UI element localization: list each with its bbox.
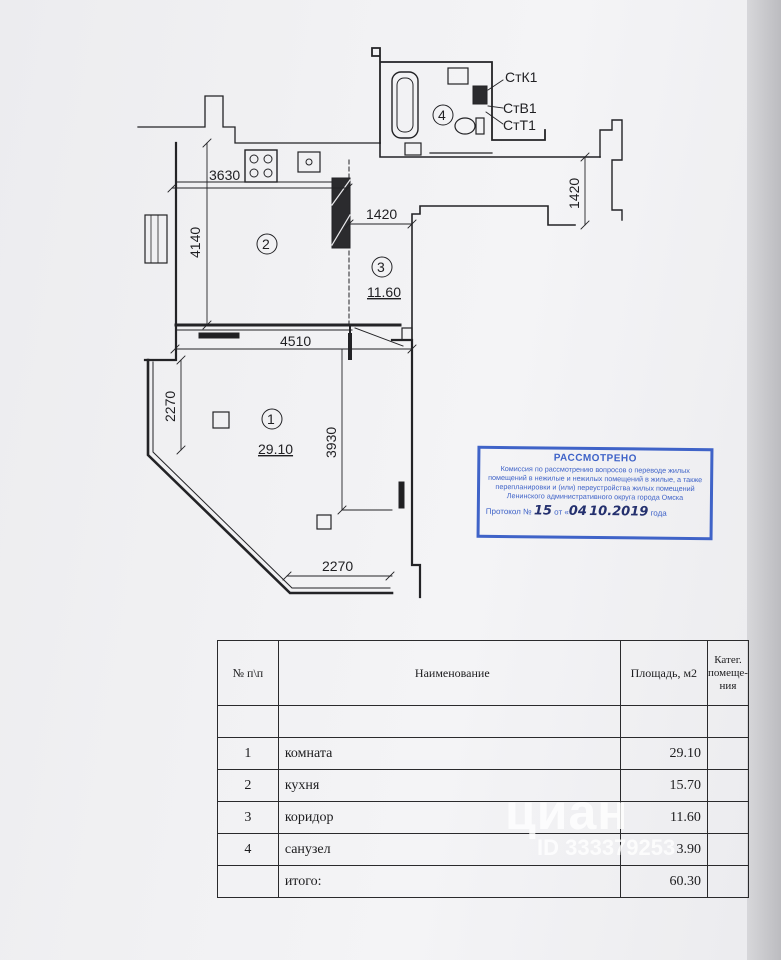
table-total-row: итого: 60.30 — [217, 865, 750, 898]
protocol-date: 10.2019 — [589, 503, 649, 520]
header-name: Наименование — [277, 640, 621, 706]
dim-kitchen-width: 3630 — [209, 167, 240, 183]
riser-icon — [472, 85, 488, 105]
row-num: 4 — [217, 833, 279, 866]
column-marker-2 — [316, 514, 332, 530]
radiator-icon — [398, 481, 405, 509]
wall-top-corridor — [379, 142, 601, 158]
approval-stamp: РАССМОТРЕНО Комиссия по рассмотрению воп… — [476, 445, 714, 541]
row-num: 1 — [217, 737, 279, 770]
row-area: 11.60 — [619, 801, 708, 834]
bathtub-icon — [391, 71, 419, 139]
dim-room-left: 2270 — [162, 391, 178, 422]
radiator-icon-2 — [198, 332, 240, 339]
row-name: кухня — [277, 769, 621, 802]
wall-left — [143, 141, 178, 362]
wall-north-kitchen — [137, 95, 381, 144]
column — [401, 327, 413, 341]
page-edge — [747, 0, 781, 960]
window-left — [144, 214, 168, 264]
protocol-from-label: от « — [554, 507, 569, 517]
room-3-area: 11.60 — [367, 284, 401, 300]
toilet-icon — [454, 117, 476, 135]
wall-right-room — [390, 338, 422, 599]
riser-k1-label: СтК1 — [505, 69, 538, 85]
protocol-year-label: года — [650, 508, 667, 518]
room-2-number: 2 — [262, 236, 270, 252]
watermark-id: ID 333379253 — [537, 835, 676, 860]
wall-room-inner — [152, 361, 391, 589]
header-area: Площадь, м2 — [619, 640, 708, 706]
table-row-empty — [217, 705, 750, 738]
total-area: 60.30 — [619, 865, 708, 898]
washbasin-icon — [447, 67, 469, 85]
row-num: 3 — [217, 801, 279, 834]
watermark: циан ID 333379253 — [505, 783, 675, 861]
riser-v1-label: СтВ1 — [503, 100, 537, 116]
room-1-area: 29.10 — [258, 441, 293, 457]
header-category: Катег. помеще-ния — [706, 640, 750, 706]
wall-room — [146, 358, 394, 595]
room-1-number: 1 — [267, 411, 275, 427]
protocol-number: 15 — [533, 503, 553, 519]
row-area: 29.10 — [619, 737, 708, 770]
rooms-table: № п\п Наименование Площадь, м2 Катег. по… — [217, 640, 750, 898]
table-header-row: № п\п Наименование Площадь, м2 Катег. по… — [217, 640, 750, 706]
row-num: 2 — [217, 769, 279, 802]
stamp-text: Комиссия по рассмотрению вопросов о пере… — [488, 464, 703, 502]
room-3-number: 3 — [377, 259, 385, 275]
stove-icon — [244, 149, 278, 183]
protocol-day: 04 — [568, 503, 587, 519]
row-name: комната — [277, 737, 621, 770]
column-marker — [212, 411, 230, 429]
room-3-marker — [371, 256, 393, 278]
table-row: 1 комната 29.10 — [217, 737, 750, 770]
room-1-marker — [261, 408, 283, 430]
row-name: коридор — [277, 801, 621, 834]
door-swing — [354, 327, 404, 347]
stamp-title: РАССМОТРЕНО — [553, 452, 637, 465]
sink-icon — [297, 151, 321, 173]
dim-room-depth: 3930 — [323, 427, 339, 458]
stamp-protocol: Протокол № 15 от «04 10.2019 года — [486, 503, 704, 520]
table-row: 3 коридор 11.60 — [217, 801, 750, 834]
riser-t1-label: СтТ1 — [503, 117, 536, 133]
wall-right-corridor — [411, 205, 576, 341]
room-4-marker — [432, 104, 454, 126]
dim-room-width: 4510 — [280, 333, 311, 349]
watermark-brand: циан — [505, 784, 629, 840]
header-num: № п\п — [217, 640, 279, 706]
dim-corridor-width: 1420 — [366, 206, 397, 222]
total-label: итого: — [277, 865, 621, 898]
protocol-label: Протокол № — [485, 506, 532, 517]
table-row: 2 кухня 15.70 — [217, 769, 750, 802]
vent-shaft-icon — [331, 177, 351, 249]
room-4-number: 4 — [438, 107, 446, 123]
dim-bath-depth: 1420 — [566, 178, 582, 209]
wall-stair — [599, 119, 623, 221]
row-area: 15.70 — [619, 769, 708, 802]
wall-bath — [371, 47, 546, 144]
row-area: 3.90 — [619, 833, 708, 866]
dim-room-bottom: 2270 — [322, 558, 353, 574]
dim-kitchen-depth: 4140 — [187, 227, 203, 258]
room-2-marker — [256, 233, 278, 255]
